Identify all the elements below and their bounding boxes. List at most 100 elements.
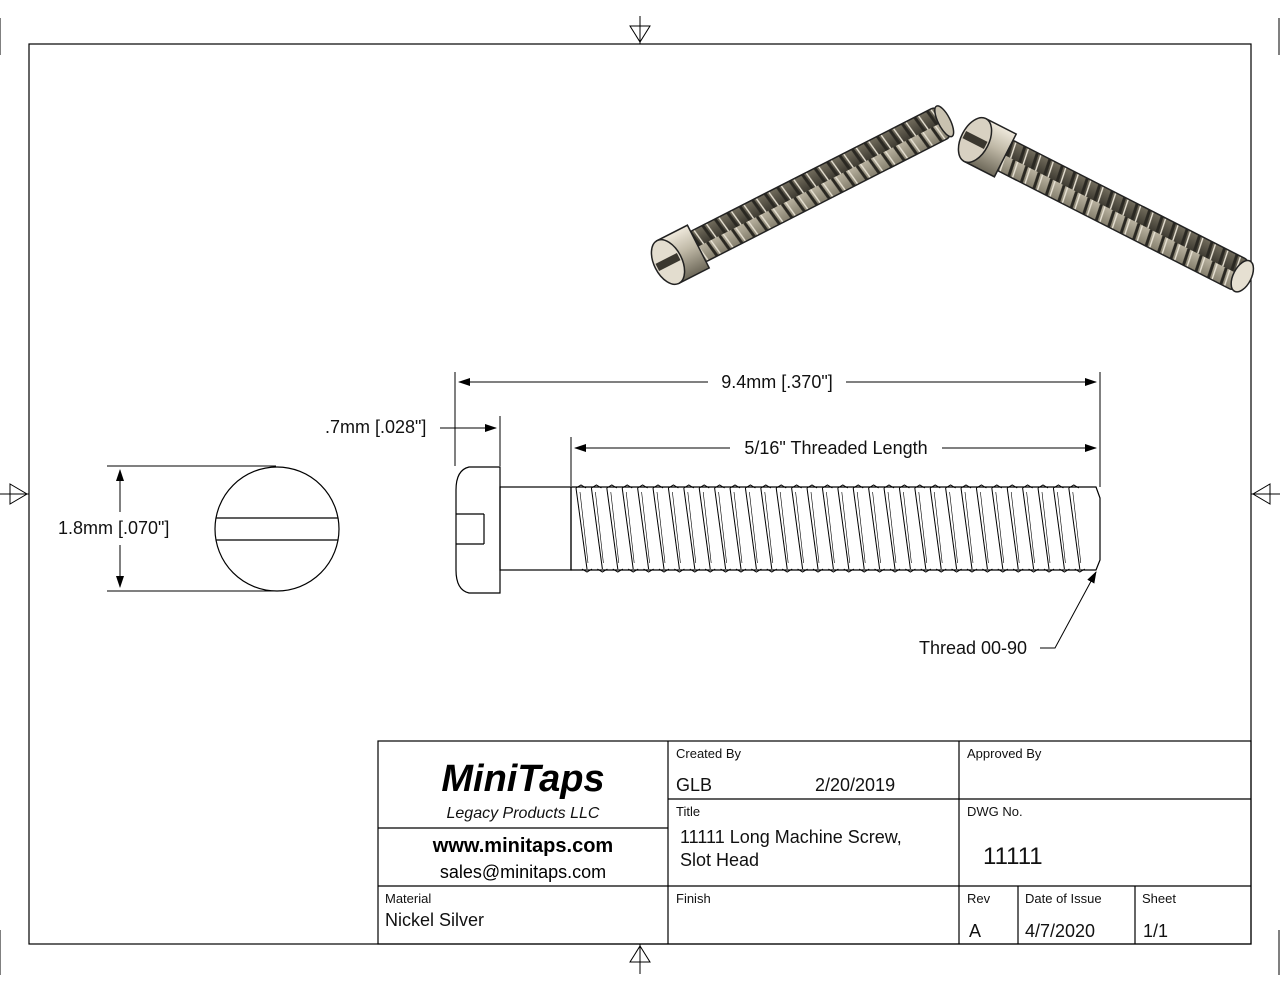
thread-crest-line bbox=[760, 487, 773, 570]
thread-peak-top bbox=[1053, 484, 1064, 489]
created-by-value: GLB bbox=[676, 775, 712, 795]
thread-crest-line bbox=[945, 487, 958, 570]
thread-root-line bbox=[856, 491, 866, 564]
thread-lines bbox=[575, 484, 1086, 573]
thread-crest-line bbox=[898, 487, 911, 570]
thread-peak-bottom bbox=[1059, 568, 1070, 573]
sheet-label: Sheet bbox=[1142, 891, 1176, 906]
dim-overall-length: 9.4mm [.370"] bbox=[454, 372, 1101, 487]
thread-peak-bottom bbox=[581, 568, 593, 573]
created-by-label: Created By bbox=[676, 746, 742, 761]
overall-length-label: 9.4mm [.370"] bbox=[721, 372, 832, 392]
thread-peak-top bbox=[837, 484, 849, 489]
thread-peak-top bbox=[945, 484, 956, 489]
thread-root-line bbox=[995, 491, 1005, 564]
thread-peak-bottom bbox=[905, 568, 916, 573]
thread-root-line bbox=[595, 491, 604, 564]
thread-peak-top bbox=[698, 484, 710, 489]
head-diameter-label: 1.8mm [.070"] bbox=[58, 518, 169, 538]
website-link[interactable]: www.minitaps.com bbox=[432, 835, 613, 857]
thread-peak-top bbox=[883, 484, 895, 489]
thread-crest-line bbox=[621, 487, 634, 570]
thread-peak-top bbox=[1022, 484, 1033, 489]
thread-peak-top bbox=[775, 484, 787, 489]
dim-head-diameter: 1.8mm [.070"] bbox=[58, 465, 276, 592]
thread-root-line bbox=[826, 491, 835, 564]
thread-peak-top bbox=[745, 484, 756, 489]
dim-thread-length: 5/16" Threaded Length bbox=[570, 437, 1097, 486]
thread-peak-top bbox=[991, 484, 1003, 489]
thread-peak-bottom bbox=[612, 568, 624, 573]
thread-root-line bbox=[625, 491, 635, 564]
finish-label: Finish bbox=[676, 891, 711, 906]
thread-peak-bottom bbox=[966, 568, 978, 573]
thread-root-line bbox=[933, 491, 943, 564]
thread-peak-top bbox=[575, 484, 587, 489]
date-of-issue-value: 4/7/2020 bbox=[1025, 921, 1095, 941]
thread-crest-line bbox=[806, 487, 819, 570]
thread-crest-line bbox=[883, 487, 896, 570]
thread-root-line bbox=[872, 491, 881, 564]
thread-crest-line bbox=[714, 487, 727, 570]
material-label: Material bbox=[385, 891, 431, 906]
thread-peak-top bbox=[976, 484, 987, 489]
thread-crest-line bbox=[791, 487, 804, 570]
thread-peak-top bbox=[791, 484, 802, 489]
thread-root-line bbox=[887, 491, 897, 564]
thread-peak-top bbox=[760, 484, 772, 489]
thread-root-line bbox=[918, 491, 928, 564]
thread-crest-line bbox=[1022, 487, 1035, 570]
iso-view-screw-1 bbox=[650, 105, 955, 286]
thread-peak-top bbox=[714, 484, 725, 489]
drawing-border bbox=[0, 16, 1280, 975]
thread-peak-bottom bbox=[828, 568, 839, 573]
dwg-no-value: 11111 bbox=[983, 843, 1043, 870]
thread-peak-bottom bbox=[982, 568, 993, 573]
thread-crest-line bbox=[837, 487, 850, 570]
thread-crest-line bbox=[683, 487, 696, 570]
center-mark-bottom bbox=[629, 944, 651, 974]
email-link[interactable]: sales@minitaps.com bbox=[440, 862, 606, 882]
thread-root-line bbox=[764, 491, 774, 564]
thread-peak-bottom bbox=[781, 568, 793, 573]
thread-peak-top bbox=[668, 484, 679, 489]
thread-peak-top bbox=[868, 484, 879, 489]
thread-peak-bottom bbox=[689, 568, 701, 573]
thread-crest-line bbox=[914, 487, 927, 570]
company-name: Legacy Products LLC bbox=[447, 805, 600, 822]
approved-by-label: Approved By bbox=[967, 746, 1042, 761]
center-mark-right bbox=[1251, 483, 1280, 505]
thread-peak-bottom bbox=[658, 568, 670, 573]
thread-peak-bottom bbox=[1012, 568, 1024, 573]
thread-crest-line bbox=[606, 487, 619, 570]
company-logo: MiniTaps bbox=[441, 758, 604, 800]
material-value: Nickel Silver bbox=[385, 910, 484, 930]
center-mark-left bbox=[0, 483, 29, 505]
thread-root-line bbox=[903, 491, 912, 564]
title-block: MiniTaps Legacy Products LLC www.minitap… bbox=[377, 740, 1252, 945]
thread-root-line bbox=[641, 491, 650, 564]
thread-root-line bbox=[610, 491, 620, 564]
thread-peak-bottom bbox=[935, 568, 947, 573]
thread-peak-bottom bbox=[720, 568, 731, 573]
thread-root-line bbox=[980, 491, 989, 564]
thread-peak-top bbox=[914, 484, 926, 489]
thread-peak-bottom bbox=[627, 568, 639, 573]
thread-root-line bbox=[656, 491, 666, 564]
thread-crest-line bbox=[744, 487, 757, 570]
thread-peak-bottom bbox=[735, 568, 747, 573]
thread-crest-line bbox=[667, 487, 680, 570]
thread-crest-line bbox=[698, 487, 711, 570]
rev-label: Rev bbox=[967, 891, 991, 906]
thread-crest-line bbox=[575, 487, 588, 570]
thread-peak-top bbox=[960, 484, 972, 489]
thread-crest-line bbox=[821, 487, 834, 570]
thread-peak-top bbox=[652, 484, 664, 489]
thread-peak-top bbox=[929, 484, 941, 489]
thread-crest-line bbox=[960, 487, 973, 570]
thread-root-line bbox=[1072, 491, 1082, 564]
thread-peak-bottom bbox=[858, 568, 870, 573]
thread-root-line bbox=[718, 491, 727, 564]
thread-length-label: 5/16" Threaded Length bbox=[744, 438, 927, 458]
